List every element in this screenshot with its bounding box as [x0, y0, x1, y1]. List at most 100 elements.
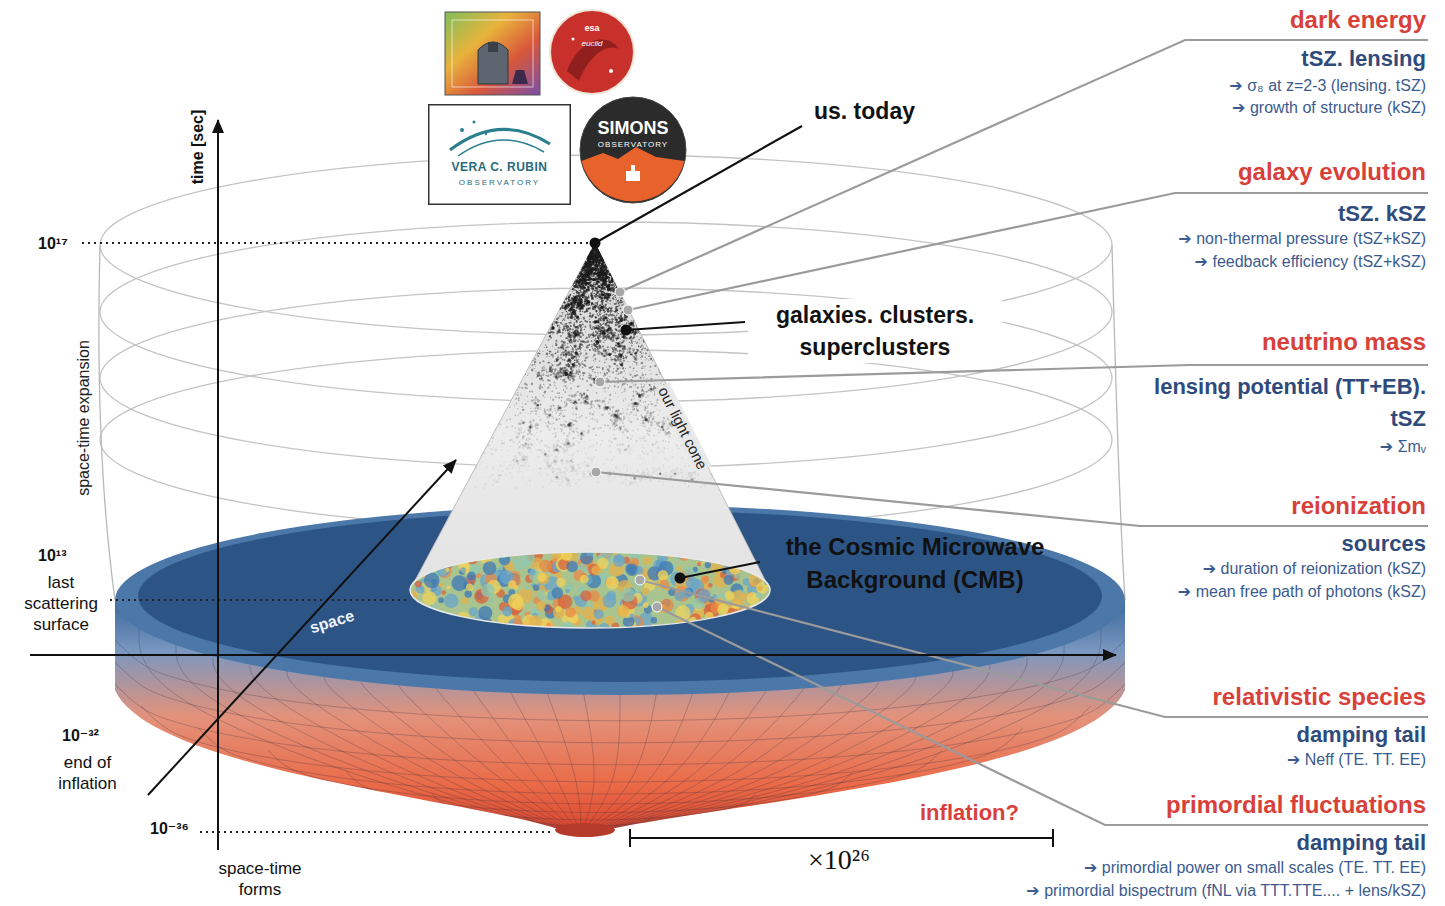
- cosmic-web: [604, 257, 605, 258]
- cosmic-web: [632, 382, 633, 383]
- cosmic-web: [592, 371, 593, 372]
- cosmic-web: [509, 464, 511, 466]
- cosmic-web: [594, 293, 595, 294]
- cosmic-web: [659, 472, 661, 474]
- cosmic-web: [626, 449, 628, 451]
- cosmic-web: [525, 467, 526, 468]
- cosmic-web: [619, 367, 621, 369]
- cosmic-web: [620, 356, 622, 358]
- cosmic-web: [560, 350, 561, 351]
- cosmic-web: [616, 315, 617, 316]
- cosmic-web: [603, 341, 605, 343]
- cosmic-web: [571, 428, 573, 430]
- cosmic-web: [594, 372, 596, 374]
- cosmic-web: [564, 344, 566, 346]
- cosmic-web: [644, 384, 645, 385]
- cosmic-web: [554, 361, 556, 363]
- cosmic-web: [568, 423, 570, 425]
- cosmic-web: [591, 405, 592, 406]
- cosmic-web: [556, 321, 557, 322]
- cosmic-web: [569, 484, 571, 486]
- cosmic-web: [587, 402, 589, 404]
- cosmic-web: [603, 407, 604, 408]
- cosmic-web: [583, 392, 585, 394]
- cosmic-web: [657, 468, 660, 471]
- cosmic-web: [664, 472, 666, 474]
- cosmic-web: [629, 453, 631, 455]
- cosmic-web: [618, 313, 619, 314]
- cosmic-web: [599, 407, 601, 409]
- cosmic-web: [558, 354, 559, 355]
- cosmic-web: [563, 406, 565, 408]
- cosmic-web: [571, 419, 573, 421]
- cosmic-web: [520, 427, 521, 428]
- cosmic-web: [609, 354, 611, 356]
- cosmic-web: [548, 421, 550, 423]
- cosmic-web: [559, 445, 561, 447]
- cosmic-web: [585, 465, 587, 467]
- cosmic-web: [580, 264, 582, 266]
- cosmic-web: [577, 331, 578, 332]
- cosmic-web: [529, 427, 532, 430]
- cosmic-web: [615, 278, 617, 280]
- cosmic-web: [560, 346, 562, 348]
- cosmic-web: [573, 479, 574, 480]
- cosmic-web: [620, 363, 622, 365]
- cosmic-web: [573, 464, 574, 465]
- cosmic-web: [633, 450, 634, 451]
- cosmic-web: [573, 277, 574, 278]
- cosmic-web: [572, 276, 574, 278]
- cosmic-web: [557, 325, 559, 327]
- cosmic-web: [561, 451, 562, 452]
- cosmic-web: [569, 331, 571, 333]
- cosmic-web: [562, 351, 564, 353]
- cosmic-web: [532, 419, 534, 421]
- light-cone: [410, 243, 770, 590]
- cosmic-web: [623, 426, 625, 428]
- cosmic-web: [502, 470, 504, 472]
- cosmic-web: [577, 264, 579, 266]
- cosmic-web: [609, 300, 610, 301]
- cosmic-web: [583, 346, 584, 347]
- cosmic-web: [621, 313, 622, 314]
- cosmic-web: [605, 408, 607, 410]
- cosmic-web: [615, 324, 618, 327]
- cosmic-web: [536, 423, 539, 426]
- cosmic-web: [569, 379, 571, 381]
- cosmic-web: [556, 377, 557, 378]
- cosmic-web: [656, 474, 658, 476]
- cosmic-web: [648, 389, 650, 391]
- cosmic-web: [630, 447, 631, 448]
- cosmic-web: [521, 428, 522, 429]
- cosmic-web: [526, 438, 528, 440]
- cosmic-web: [552, 416, 554, 418]
- cosmic-web: [586, 456, 588, 458]
- cosmic-web: [562, 442, 564, 444]
- cosmic-web: [661, 481, 663, 483]
- cosmic-web: [628, 404, 629, 405]
- cosmic-web: [552, 369, 553, 370]
- cosmic-web: [553, 448, 555, 450]
- cosmic-web: [490, 477, 491, 478]
- cosmic-web: [522, 459, 524, 461]
- cosmic-web: [561, 344, 563, 346]
- cosmic-web: [516, 436, 518, 438]
- cosmic-web: [591, 400, 593, 402]
- cosmic-web: [627, 320, 628, 321]
- cosmic-web: [549, 447, 551, 449]
- cosmic-web: [623, 377, 624, 378]
- cosmic-web: [544, 451, 546, 453]
- cosmic-web: [545, 375, 547, 377]
- cosmic-web: [578, 263, 579, 264]
- cosmic-web: [557, 408, 558, 409]
- cosmic-web: [574, 313, 577, 316]
- cosmic-web: [587, 250, 588, 251]
- cosmic-web: [570, 363, 571, 364]
- cosmic-web: [628, 347, 631, 350]
- cosmic-web: [657, 388, 659, 390]
- cosmic-web: [591, 379, 592, 380]
- cosmic-web: [579, 395, 580, 396]
- cosmic-web: [543, 449, 544, 450]
- cosmic-web: [532, 426, 533, 427]
- cosmic-web: [635, 355, 637, 357]
